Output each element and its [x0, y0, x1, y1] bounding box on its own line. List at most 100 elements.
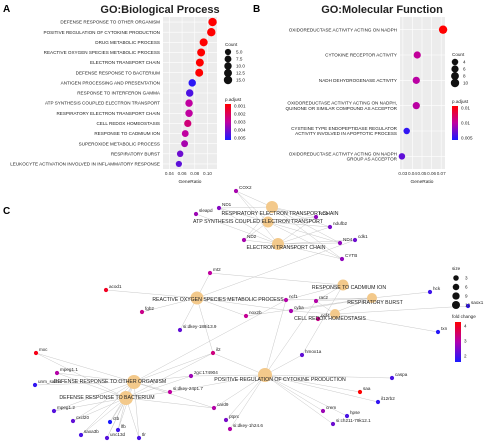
x-tick-label: 0.06 [178, 171, 187, 176]
color-legend-label: 0.01 [461, 106, 470, 111]
network-edge [245, 297, 373, 317]
term-node-label: DEFENSE RESPONSE TO BACTERIUM [59, 395, 154, 401]
term-dot [207, 28, 216, 37]
size-legend-dot [224, 62, 232, 70]
term-node [330, 309, 340, 319]
gene-node-label: ncf1 [289, 294, 298, 299]
gene-node-label: rac2 [319, 295, 328, 300]
term-dot [199, 38, 208, 47]
size-legend-dot [451, 58, 459, 66]
net-size-legend-label: 9 [465, 294, 468, 299]
network-edge [267, 221, 341, 244]
term-dot [208, 17, 217, 27]
gene-node [193, 211, 199, 217]
term-label: DRUG METABOLIC PROCESS [95, 40, 160, 45]
gene-node [78, 432, 84, 438]
term-dot [185, 89, 194, 97]
network-edge [80, 381, 135, 436]
gene-node [337, 240, 343, 246]
network-edge [117, 381, 135, 431]
term-dot [197, 48, 206, 57]
term-dot [175, 160, 182, 168]
network-edge [334, 305, 469, 315]
term-node [262, 216, 274, 228]
gene-node-label: hpse [350, 410, 360, 415]
net-size-legend-dot [452, 292, 460, 300]
network-edge [235, 190, 279, 245]
network-edge [264, 374, 393, 379]
bp-dot-plot: GO:Biological Process DEFENSE RESPONSE T… [10, 4, 246, 185]
size-legend-dot [450, 78, 460, 88]
net-size-legend-label: 6 [465, 285, 468, 290]
term-label: ANTIGEN PROCESSING AND PRESENTATION [61, 80, 160, 85]
x-tick-label: 0.04 [165, 171, 174, 176]
gene-node-label: mxc [39, 347, 48, 352]
size-legend-label: 6 [463, 67, 466, 72]
gene-node-label: cyba [294, 305, 304, 310]
bp-title: GO:Biological Process [100, 4, 219, 16]
net-color-legend-title: fold change [452, 314, 476, 319]
panel-b-letter: B [253, 4, 260, 15]
term-label: CELL REDOX HOMEOSTASIS [96, 121, 160, 126]
network-edge [133, 381, 215, 409]
size-legend-dot [451, 65, 459, 73]
color-legend-label: 0.01 [461, 121, 470, 126]
gene-node-label: cdk1 [358, 234, 368, 239]
term-dot [176, 150, 184, 158]
network-edge [277, 242, 341, 245]
term-label: RESPONSE TO CADMIUM ION [94, 131, 160, 136]
gene-node [330, 421, 336, 427]
network-edge [277, 239, 356, 245]
network-edge [264, 374, 324, 412]
gene-node-label: tlr [142, 432, 146, 437]
gene-node [54, 370, 60, 376]
term-node-label: DEFENSE RESPONSE TO OTHER ORGANISM [54, 379, 167, 385]
network-edge [133, 299, 287, 383]
gene-node-label: ND1 [222, 202, 232, 207]
network-edge [213, 374, 266, 409]
gene-node-label: txn [441, 326, 448, 331]
network-edge [277, 216, 317, 245]
gene-node [177, 327, 183, 333]
network-edge [264, 374, 334, 425]
size-legend-label: 5.0 [236, 50, 243, 55]
network-edge [264, 374, 348, 417]
term-dot [185, 109, 193, 117]
network-edge [264, 374, 379, 403]
term-dot [438, 25, 448, 34]
gene-node-label: si:dkey-1h24.6 [233, 423, 263, 428]
color-legend-label: 0.005 [234, 136, 246, 141]
bp-size-legend: 5.07.510.012.515.0 [223, 48, 245, 85]
color-legend-label: 0.002 [234, 112, 246, 117]
net-size-legend-dot [452, 283, 460, 291]
gene-node-label: si:dkey-24p1.7 [173, 386, 203, 391]
network-edge [271, 206, 317, 218]
network-term-nodes [119, 201, 377, 405]
x-tick-label: 0.05 [418, 171, 427, 176]
gene-node-label: cxcl20 [76, 415, 89, 420]
panel-c-letter: C [3, 206, 10, 217]
gene-node [211, 405, 217, 411]
network-edge [196, 297, 214, 354]
term-label: RESPIRATORY BURST [111, 151, 160, 156]
gene-node-label: ctb [113, 416, 120, 421]
network-edge [56, 372, 127, 399]
gene-node [107, 419, 113, 425]
network-edge [243, 206, 273, 241]
gene-node-label: si:ch211-79k12.1 [336, 418, 371, 423]
gene-node-label: lfb [121, 424, 126, 429]
bp-size-legend-title: Count [225, 42, 238, 47]
term-dot [398, 153, 406, 160]
x-tick-label: 0.04 [408, 171, 417, 176]
net-size-legend-title: size [452, 266, 461, 271]
gene-node [389, 375, 395, 381]
network-edge [196, 297, 287, 301]
network-edge [218, 206, 273, 209]
gene-node [233, 188, 239, 194]
term-label: RESPONSE TO INTERFERON GAMMA [77, 91, 161, 96]
mf-plot-area [400, 17, 445, 169]
